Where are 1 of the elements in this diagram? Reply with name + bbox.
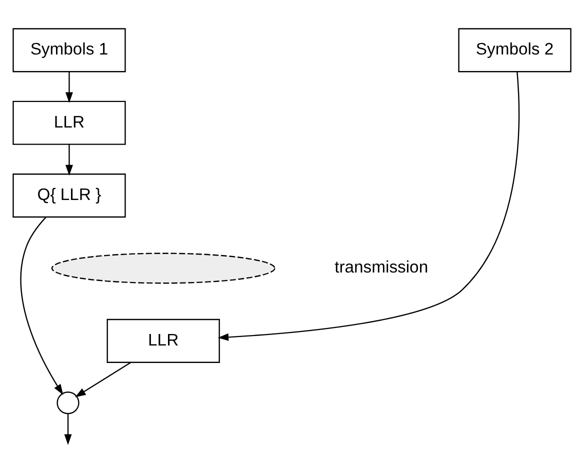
node-label: transmission — [334, 257, 428, 276]
